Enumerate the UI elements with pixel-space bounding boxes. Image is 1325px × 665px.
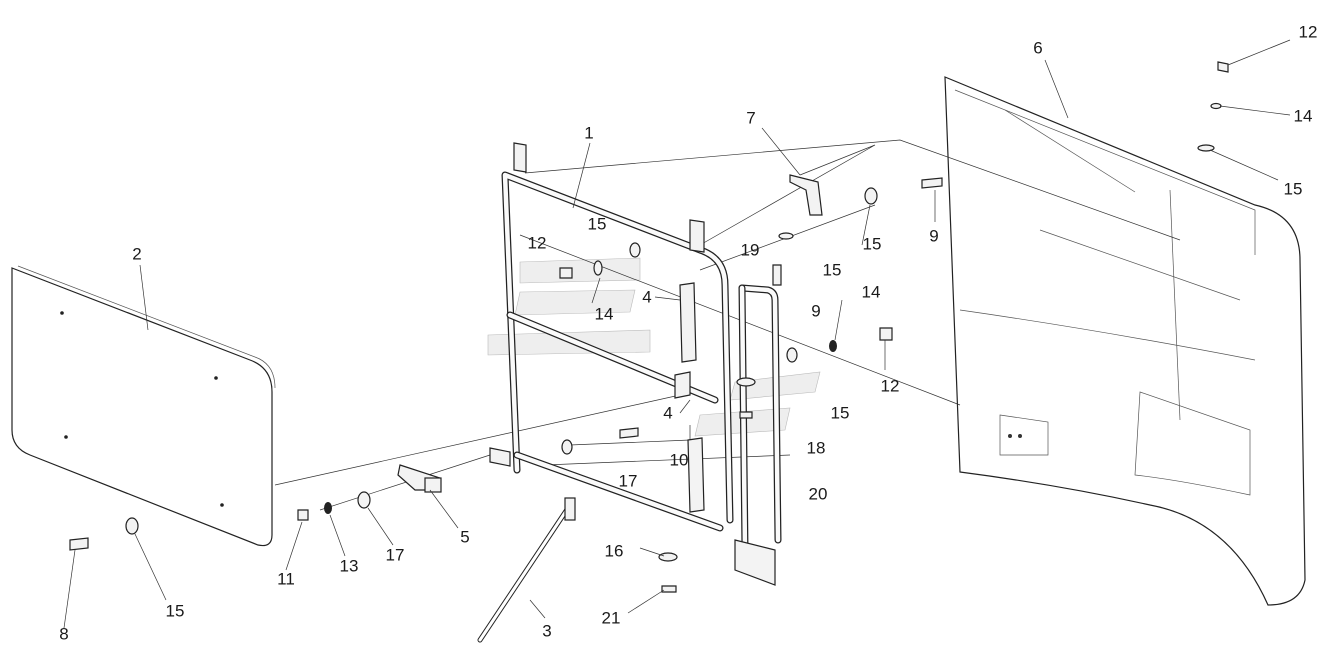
reference-shadow-plates [487, 257, 821, 437]
callout-18: 18 [806, 438, 826, 458]
hole-mark [64, 435, 68, 439]
callout-8: 8 [59, 624, 69, 644]
callout-14: 14 [594, 304, 614, 324]
callout-9: 9 [811, 301, 821, 321]
callout-7: 7 [746, 108, 756, 128]
callout-16: 16 [604, 541, 624, 561]
callout-4: 4 [642, 287, 652, 307]
callout-15: 15 [587, 214, 607, 234]
hole-mark [220, 503, 224, 507]
fasteners [69, 61, 1229, 593]
callout-20: 20 [808, 484, 828, 504]
callout-15: 15 [862, 234, 882, 254]
callout-15: 15 [830, 403, 850, 423]
side-bracket-part-20 [734, 284, 782, 586]
callout-14: 14 [1293, 106, 1313, 126]
callout-12: 12 [880, 376, 900, 396]
callout-15: 15 [1283, 179, 1303, 199]
callout-17: 17 [618, 471, 638, 491]
callout-2: 2 [132, 244, 142, 264]
callout-4: 4 [663, 403, 673, 423]
callout-15: 15 [822, 260, 842, 280]
callout-3: 3 [542, 621, 552, 641]
callout-19: 19 [740, 240, 760, 260]
callout-12: 12 [527, 233, 547, 253]
frame-part-1 [489, 142, 734, 532]
hole-mark [214, 376, 218, 380]
callout-9: 9 [929, 226, 939, 246]
callout-17: 17 [385, 545, 405, 565]
callout-1: 1 [584, 123, 594, 143]
hole-mark [1018, 434, 1022, 438]
bracket-part-7 [789, 174, 823, 216]
hinge-parts-4 [674, 282, 705, 513]
support-rod-part-3 [477, 497, 576, 643]
hole-mark [1008, 434, 1012, 438]
hood-cover-part-6 [944, 76, 1306, 606]
callout-10: 10 [669, 450, 689, 470]
callout-12: 12 [1298, 22, 1318, 42]
callout-15: 15 [165, 601, 185, 621]
callout-21: 21 [601, 608, 621, 628]
callout-6: 6 [1033, 38, 1043, 58]
latch-part-5 [397, 464, 442, 493]
callout-14: 14 [861, 282, 881, 302]
callout-leaders [63, 39, 1291, 629]
callout-11: 11 [277, 569, 295, 589]
panel-part-2 [11, 265, 276, 547]
callout-13: 13 [339, 556, 359, 576]
hole-mark [60, 311, 64, 315]
callout-5: 5 [460, 527, 470, 547]
